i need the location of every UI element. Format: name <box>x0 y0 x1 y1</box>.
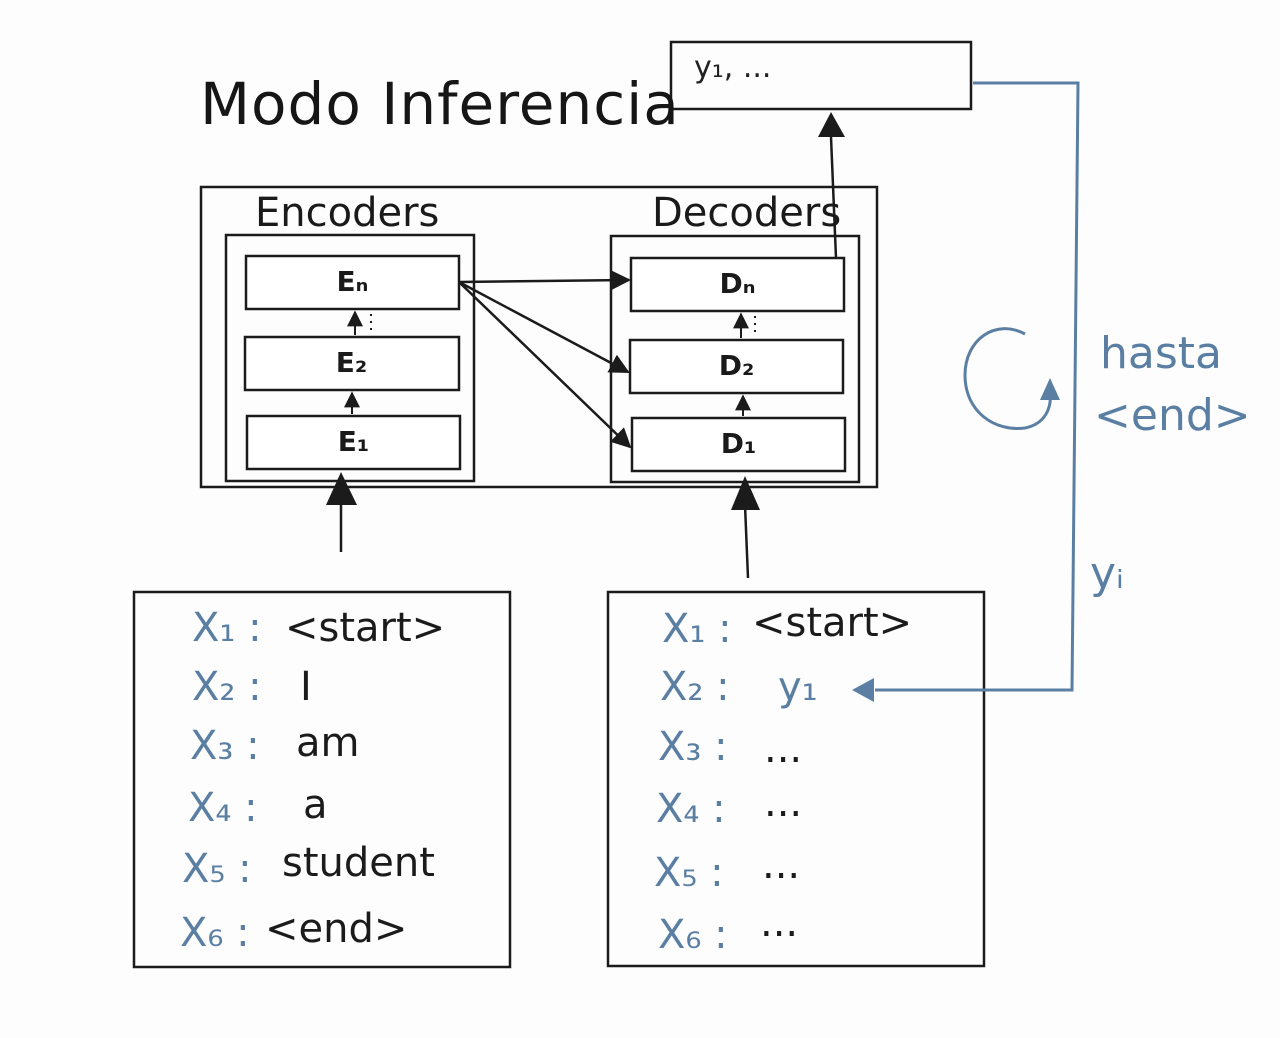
encoder-input-box <box>132 590 512 969</box>
decoder-input-value-5: ... <box>762 842 801 888</box>
decoder-layer-n-label: Dₙ <box>719 267 756 300</box>
decoder-layer-n <box>629 256 846 313</box>
arrow-en-d2 <box>458 280 630 374</box>
decoder-input-box <box>606 590 986 968</box>
encoder-input-key-1: X₁ : <box>192 605 262 651</box>
decoder-input-key-2: X₂ : <box>660 664 730 710</box>
arrow-input-decoder <box>743 504 750 579</box>
encoder-layer-1-label: E₁ <box>337 425 370 458</box>
encoder-input-key-3: X₃ : <box>190 723 260 769</box>
arrow-dn-output <box>829 136 838 259</box>
encoder-input-value-1: <start> <box>285 605 446 651</box>
loop-label-hasta: hasta <box>1100 328 1222 379</box>
decoder-layer-2-label: D₂ <box>718 349 755 382</box>
encoder-input-value-6: <end> <box>265 906 408 952</box>
decoders-label: Decoders <box>652 190 842 236</box>
output-text: y₁, ... <box>694 50 772 85</box>
encoder-layer-n <box>244 254 461 311</box>
decoder-input-value-2: y₁ <box>778 664 818 710</box>
arrow-head-input-encoder <box>326 472 357 505</box>
encoder-decoder-container <box>199 185 879 489</box>
decoder-layer-1 <box>630 416 847 473</box>
arrow-en-dn <box>458 270 631 291</box>
arrow-head-input-decoder <box>731 476 760 510</box>
encoder-layer-2 <box>243 335 461 392</box>
encoder-input-value-4: a <box>303 782 328 828</box>
encoder-input-value-2: I <box>300 664 312 710</box>
decoder-input-key-3: X₃ : <box>658 724 728 770</box>
decoder-input-key-6: X₆ : <box>658 912 728 958</box>
decoder-input-value-1: <start> <box>752 600 913 646</box>
encoder-input-key-2: X₂ : <box>192 664 262 710</box>
arrow-head-output <box>818 112 845 137</box>
feedback-loop-line <box>875 81 1080 692</box>
decoder-input-key-5: X₅ : <box>654 850 724 896</box>
encoder-input-key-4: X₄ : <box>188 785 258 831</box>
output-box <box>669 40 973 111</box>
encoder-input-key-5: X₅ : <box>182 846 252 892</box>
loop-icon-head <box>1040 378 1060 400</box>
feedback-arrow-head <box>852 678 874 702</box>
loop-label-end: <end> <box>1094 390 1251 441</box>
diagram-title: Modo Inferencia <box>200 70 680 138</box>
encoder-stack <box>224 233 476 483</box>
loop-icon <box>963 327 1052 430</box>
feedback-label-yi: yᵢ <box>1090 548 1124 599</box>
encoder-layer-n-label: Eₙ <box>336 265 369 298</box>
encoders-label: Encoders <box>255 190 440 236</box>
encoder-layer-2-label: E₂ <box>335 346 368 379</box>
encoder-input-key-6: X₆ : <box>180 910 250 956</box>
encoder-layer-1 <box>245 414 462 471</box>
encoder-input-value-3: am <box>296 720 360 766</box>
decoder-input-value-6: ... <box>760 900 799 946</box>
decoder-input-value-4: ... <box>764 780 803 826</box>
decoder-layer-1-label: D₁ <box>720 427 757 460</box>
decoder-input-key-4: X₄ : <box>656 786 726 832</box>
encoder-input-value-5: student <box>282 840 435 886</box>
arrow-en-d1 <box>458 281 632 449</box>
decoder-input-key-1: X₁ : <box>662 606 732 652</box>
decoder-layer-2 <box>628 338 845 395</box>
decoder-input-value-3: ... <box>764 726 803 772</box>
